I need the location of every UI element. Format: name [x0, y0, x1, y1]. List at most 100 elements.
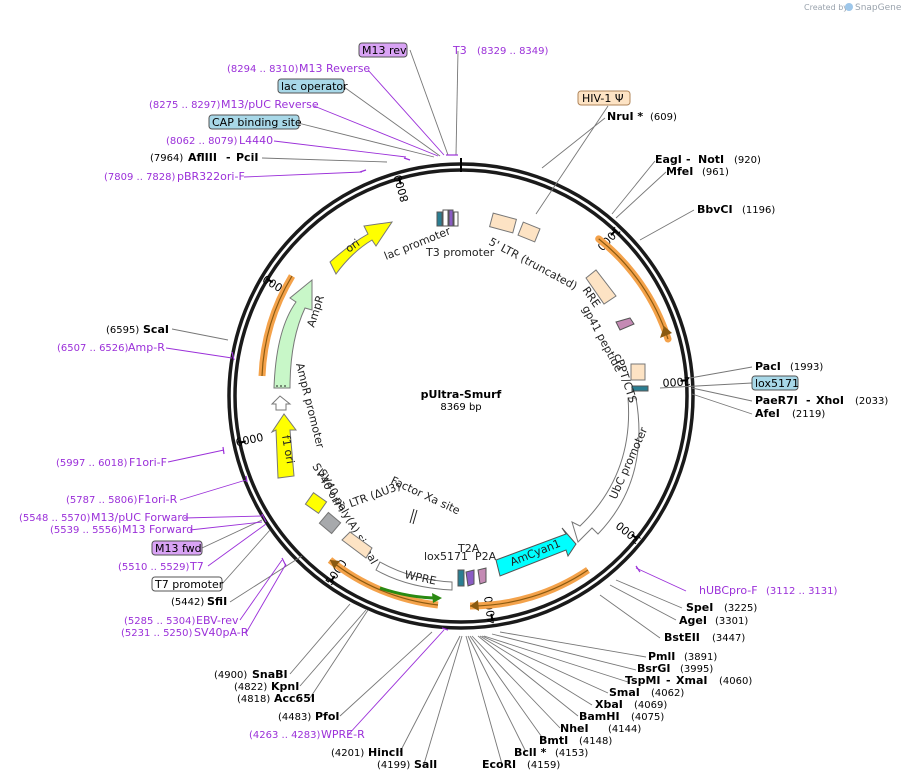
site-bsrgi[interactable]: BsrGI [637, 662, 670, 675]
site-pfoi[interactable]: PfoI [315, 710, 340, 723]
t2a-feature[interactable] [465, 569, 475, 587]
primer-ebvrev[interactable]: EBV-rev [196, 614, 239, 627]
sv40-ori-feature[interactable] [318, 511, 342, 535]
site-kpni[interactable]: KpnI [271, 680, 299, 693]
lox-right-feature[interactable] [631, 385, 649, 392]
site-paci[interactable]: PacI [755, 360, 781, 373]
site-noti[interactable]: NotI [698, 153, 724, 166]
leader-ampr-primer [165, 347, 233, 359]
cap-site-feature[interactable] [453, 211, 459, 227]
f1-ori-feature[interactable] [270, 413, 297, 479]
primer-wprer[interactable]: WPRE-R [321, 728, 365, 741]
m13-rev-box[interactable] [358, 42, 408, 58]
wpre-feature[interactable] [375, 561, 453, 591]
lox-right-box[interactable] [751, 375, 799, 391]
t3-promoter-feature[interactable] [448, 209, 454, 227]
primer-ampr[interactable]: Amp-R [128, 341, 165, 354]
site-pmli[interactable]: PmlI [648, 650, 675, 663]
amcyan-feature[interactable] [495, 527, 577, 577]
site-bmti[interactable]: BmtI [539, 734, 568, 747]
primer-l4440-pos: (8062 .. 8079) [166, 136, 238, 147]
leader-sv40par [245, 563, 287, 634]
site-xmai[interactable]: XmaI [676, 674, 707, 687]
site-xbai-pos: (4069) [634, 700, 667, 711]
factor-xa-mark-b [412, 509, 418, 525]
primer-sv40par[interactable]: SV40pA-R [194, 626, 249, 639]
site-smai[interactable]: SmaI [609, 686, 640, 699]
cap-site-box[interactable] [208, 114, 300, 130]
primer-m13forward[interactable]: M13 Forward [122, 523, 193, 536]
site-paci-pos: (1993) [790, 362, 823, 373]
site-sfii[interactable]: SfiI [207, 595, 227, 608]
hiv-box[interactable] [577, 90, 631, 106]
t7-promoter-box[interactable] [151, 576, 223, 592]
leader-bamhi [477, 635, 579, 717]
primer-f1orif[interactable]: F1ori-F [129, 456, 167, 469]
site-bamhi-pos: (4075) [631, 712, 664, 723]
primer-t3[interactable]: T3 [452, 44, 467, 57]
ampr-promoter-feature[interactable] [270, 395, 292, 411]
site-agei[interactable]: AgeI [679, 614, 707, 627]
lox-right-label: lox5171 [755, 377, 799, 390]
lac-operator-feature[interactable] [436, 211, 443, 227]
site-hincii[interactable]: HincII [368, 746, 404, 759]
rre-feature[interactable] [585, 269, 617, 305]
site-xbai[interactable]: XbaI [595, 698, 623, 711]
site-tspmi[interactable]: TspMI [625, 674, 661, 687]
site-bbvci[interactable]: BbvCI [697, 203, 733, 216]
site-xhoi[interactable]: XhoI [816, 394, 844, 407]
site-scai[interactable]: ScaI [143, 323, 169, 336]
site-eagi[interactable]: EagI [655, 153, 682, 166]
ltr5-feature-b[interactable] [517, 221, 541, 243]
site-mfei[interactable]: MfeI [666, 165, 693, 178]
site-ecori[interactable]: EcoRI [482, 758, 516, 771]
p2a-feature[interactable] [477, 567, 487, 585]
site-bsteii[interactable]: BstEII [664, 631, 700, 644]
site-aflIII-dash: - [226, 151, 231, 164]
site-acc65i[interactable]: Acc65I [274, 692, 315, 705]
site-ecori-pos: (4159) [527, 760, 560, 771]
tick-mark-4000 [490, 613, 494, 621]
primer-m13puc-pos: (8275 .. 8297) [149, 100, 221, 111]
leader-bmti [469, 635, 545, 741]
gp41-feature[interactable] [615, 317, 635, 331]
primer-m13puc[interactable]: M13/pUC Reverse [221, 98, 319, 111]
primer-f1orir[interactable]: F1ori-R [138, 493, 178, 506]
tick-mark-3000 [631, 533, 638, 540]
site-bcli-pos: (4153) [555, 748, 588, 759]
site-snabi[interactable]: SnaBI [252, 668, 288, 681]
lac-operator-box[interactable] [277, 78, 345, 94]
ltr3-feature[interactable] [341, 531, 373, 559]
ori-feature[interactable] [329, 221, 394, 275]
primer-m13reverse[interactable]: M13 Reverse [299, 62, 370, 75]
site-nrui[interactable]: NruI * [607, 110, 643, 123]
site-afei[interactable]: AfeI [755, 407, 780, 420]
site-spei[interactable]: SpeI [686, 601, 713, 614]
leader-lacop [343, 86, 441, 157]
ltr5-feature-a[interactable] [488, 212, 518, 234]
primer-l4440[interactable]: L4440 [239, 134, 273, 147]
site-pcii[interactable]: PciI [236, 151, 258, 164]
site-aflIII[interactable]: AflIII [188, 151, 217, 164]
primer-t7[interactable]: T7 [189, 560, 204, 573]
ampr-feature[interactable] [273, 278, 313, 389]
primer-m13pucfwd[interactable]: M13/pUC Forward [91, 511, 189, 524]
primer-hubc[interactable]: hUBCpro-F [699, 584, 758, 597]
site-bcli[interactable]: BclI * [514, 746, 547, 759]
site-sali[interactable]: SalI [414, 758, 437, 771]
m13-fwd-box[interactable] [151, 540, 203, 556]
site-nhei[interactable]: NheI [560, 722, 589, 735]
site-nrui-pos: (609) [650, 112, 677, 123]
site-bamhi[interactable]: BamHI [579, 710, 620, 723]
sv40-polya-feature[interactable] [304, 491, 328, 515]
lac-promoter-feature[interactable] [442, 209, 449, 227]
primer-pbr322[interactable]: pBR322ori-F [177, 170, 245, 183]
leader-bsteii [599, 594, 661, 639]
cppt-feature[interactable] [630, 363, 646, 381]
ubc-promoter-feature[interactable] [571, 397, 640, 543]
lox-inner-feature[interactable] [457, 569, 465, 587]
leader-m13forward [189, 521, 263, 531]
leader-pfoi [339, 631, 433, 717]
leader-f1orir [179, 479, 247, 501]
site-paer7i[interactable]: PaeR7I [755, 394, 798, 407]
